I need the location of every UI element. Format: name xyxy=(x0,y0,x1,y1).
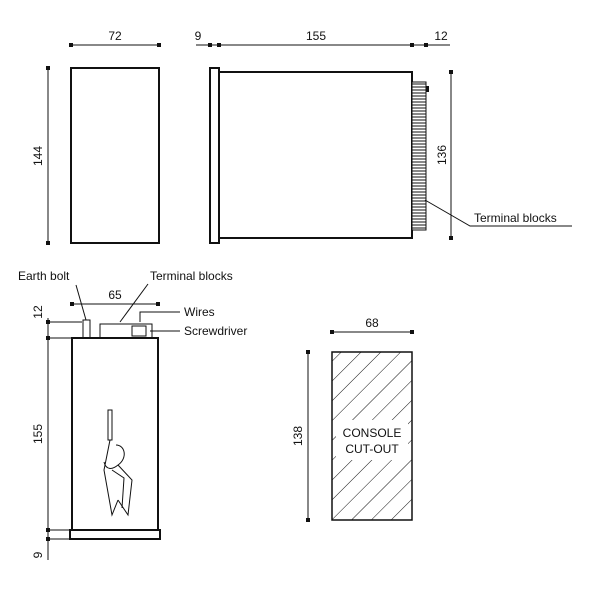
earth-bolt-label: Earth bolt xyxy=(18,269,70,283)
rear-terminal-label: Terminal blocks xyxy=(150,269,233,283)
front-panel xyxy=(70,67,160,244)
rear-view: Earth bolt Terminal blocks 65 Wires Scre… xyxy=(18,269,247,560)
cutout-label-line1: CONSOLE xyxy=(343,426,402,440)
rear-bezel-dimension: 9 xyxy=(31,551,45,558)
side-terminal-height-dimension: 136 xyxy=(435,145,449,165)
side-bezel xyxy=(209,67,220,244)
rear-top-dimension: 12 xyxy=(31,305,45,319)
side-housing xyxy=(218,71,413,239)
cutout-outline xyxy=(331,351,413,521)
cutout-height-dimension: 138 xyxy=(291,426,305,446)
rear-bezel xyxy=(69,529,161,540)
rear-terminal-slot xyxy=(131,325,147,337)
rear-width-dimension: 65 xyxy=(108,288,122,302)
earth-bolt xyxy=(82,319,91,339)
cutout-label-line2: CUT-OUT xyxy=(345,442,399,456)
cutout-width-dimension: 68 xyxy=(365,316,379,330)
side-bezel-dimension: 9 xyxy=(195,29,202,43)
front-height-dimension: 144 xyxy=(31,146,45,166)
side-terminal-label: Terminal blocks xyxy=(474,211,557,225)
front-width-dimension: 72 xyxy=(108,29,122,43)
cutout-view: CONSOLE CUT-OUT 68 138 xyxy=(291,316,414,522)
rear-depth-dimension: 155 xyxy=(31,424,45,444)
rear-housing xyxy=(71,337,159,531)
screwdriver-label: Screwdriver xyxy=(184,324,247,338)
screwdriver-icon xyxy=(103,409,133,517)
side-terminal-dimension: 12 xyxy=(434,29,448,43)
side-view: 9 155 12 136 Terminal blocks xyxy=(195,29,572,244)
front-view: 72 144 xyxy=(31,29,161,245)
wires-label: Wires xyxy=(184,305,215,319)
side-depth-dimension: 155 xyxy=(306,29,326,43)
side-terminal-blocks xyxy=(411,81,429,231)
